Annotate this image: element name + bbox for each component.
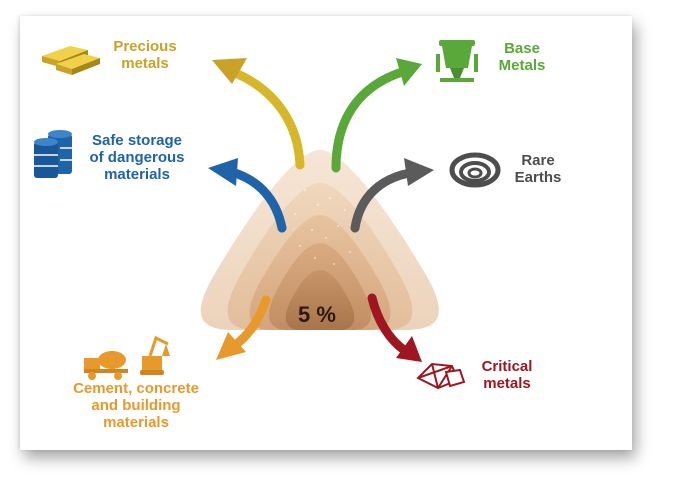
arrow-cement [216,295,271,360]
label-precious-metals: Precious metals [113,38,177,72]
label-base-metals: Base Metals [498,40,546,74]
label-rare-earths: Rare Earths [514,152,562,186]
crystal-icon [416,362,466,390]
barrels-icon [34,130,72,178]
label-critical-metals: Critical metals [481,358,533,392]
label-cement: Cement, concrete and building materials [73,380,199,431]
layered-cone [200,150,439,330]
gold-bars-icon [42,46,100,75]
arrow-storage [208,158,287,233]
arrow-precious [212,58,305,170]
arrow-critical [367,293,422,362]
construction-vehicles-icon [84,335,170,380]
arrow-rare [350,158,434,233]
label-safe-storage: Safe storage of dangerous materials [89,132,185,183]
arrow-base [331,58,422,173]
spiral-icon [449,152,501,188]
crucible-icon [436,40,478,82]
center-percent: 5 % [298,302,336,327]
